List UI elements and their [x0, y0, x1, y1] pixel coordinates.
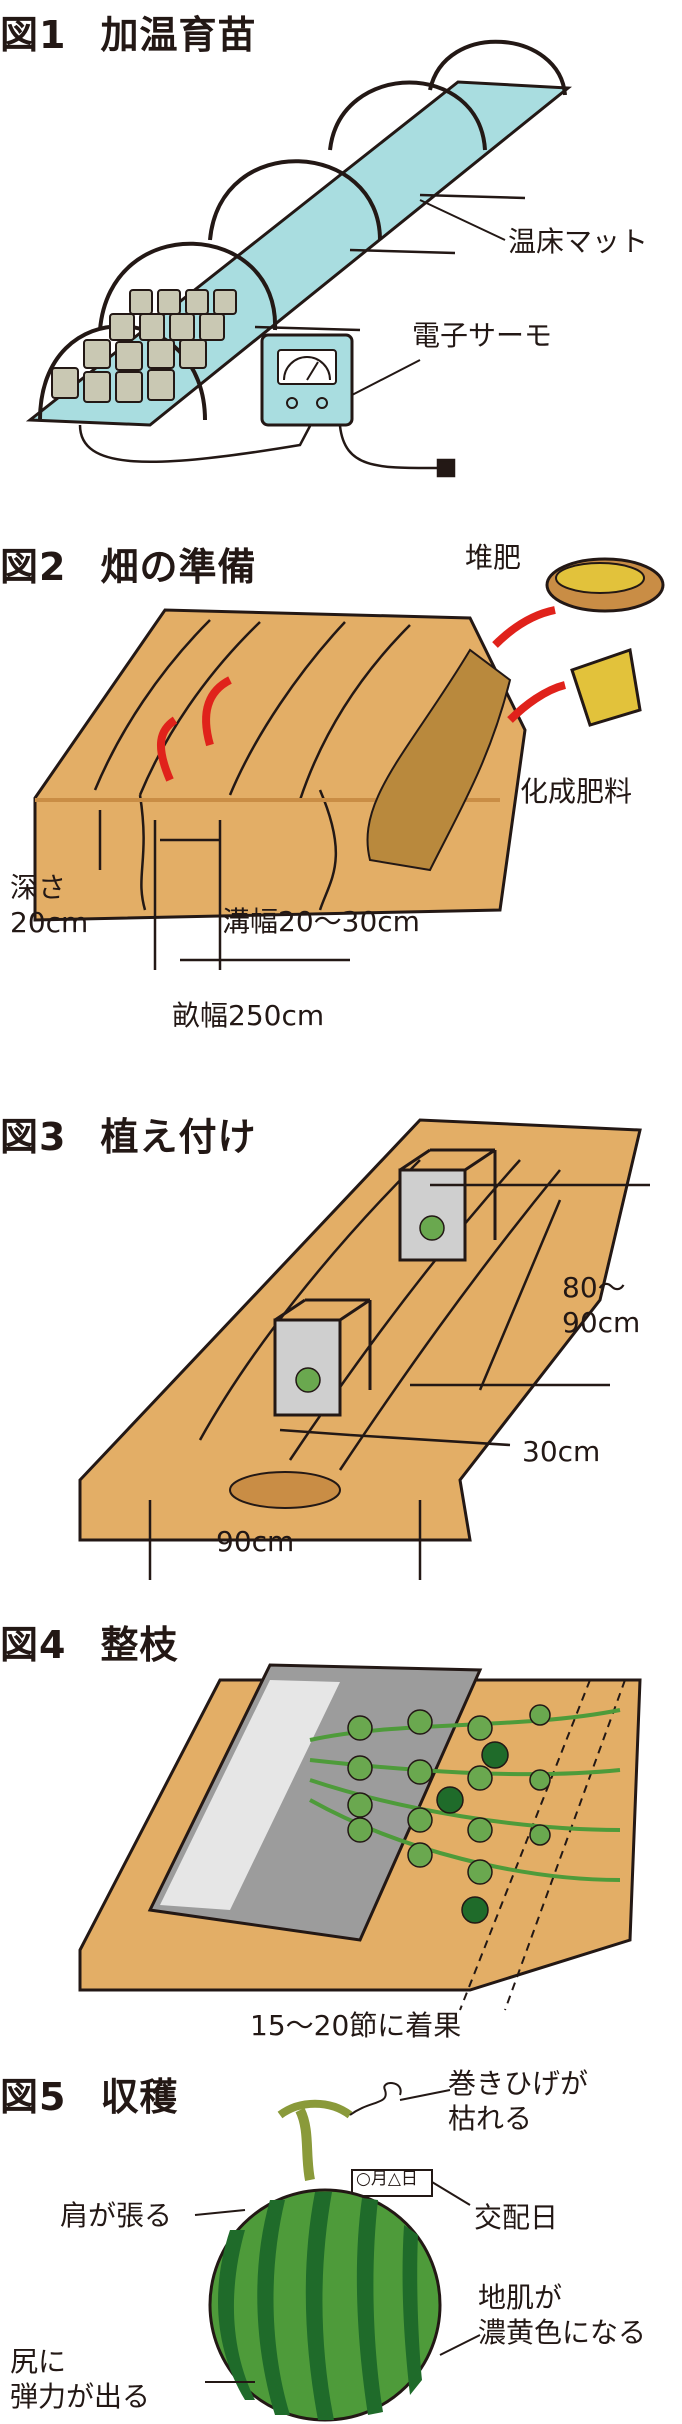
tunnel-hoops [38, 39, 567, 421]
figure-3-heading: 植え付け [100, 1115, 257, 1159]
figure-2-number: 図2 [0, 545, 67, 589]
skin-color-label: 地肌が 濃黄色になる [478, 2280, 646, 2350]
figure-2-illustration [33, 557, 665, 970]
row-spacing-line1: 80～ [562, 1271, 626, 1304]
figure-4-heading: 整枝 [100, 1623, 179, 1667]
tendril-line2: 枯れる [448, 2102, 533, 2135]
figure-3-illustration [78, 1118, 650, 1580]
figure-5-heading: 収穫 [100, 2075, 179, 2119]
figure-3-title: 図3 植え付け [0, 1106, 256, 1161]
figure-2-field-preparation: 図2 畑の準備 [0, 530, 682, 1070]
fertilizer-cup [570, 648, 642, 727]
row-spacing-line2: 90cm [562, 1306, 641, 1339]
leader-lines [194, 2089, 481, 2383]
power-cords [78, 424, 456, 478]
planting-bed [78, 1118, 642, 1542]
skin-color-line2: 濃黄色になる [478, 2316, 647, 2349]
dimension-lines [98, 810, 350, 970]
mat-seams [254, 193, 526, 332]
skin-color-line1: 地肌が [478, 2281, 563, 2314]
bottom-elasticity-label: 尻に 弾力が出る [10, 2344, 150, 2414]
fertilizer-label: 化成肥料 [520, 775, 633, 808]
seedlings [295, 1215, 445, 1393]
date-tag-frame [351, 2169, 433, 2197]
figure-4-number: 図4 [0, 1623, 67, 1667]
bottom-line1: 尻に [10, 2345, 67, 2378]
bed-width-label: 畝幅250cm [172, 999, 325, 1032]
figure-1-number: 図1 [0, 13, 67, 57]
figure-4-pruning: 図4 整枝 15～20節に着果 [0, 1610, 682, 2050]
pollination-date-label: 交配日 [474, 2201, 559, 2234]
figure-1-title: 図1 加温育苗 [0, 4, 256, 59]
heating-mat-label: 温床マット [508, 225, 649, 258]
dimension-lines [148, 1183, 650, 1580]
figure-4-illustration [78, 1663, 642, 2011]
compost-basket [545, 557, 665, 613]
watermelon [208, 2188, 442, 2422]
soil-return-arrows [156, 606, 567, 782]
electronic-thermostat [260, 333, 354, 427]
compost-label: 堆肥 [465, 541, 522, 574]
figure-2-heading: 畑の準備 [100, 545, 257, 589]
figure-2-title: 図2 畑の準備 [0, 536, 256, 591]
melon-stem [277, 2082, 402, 2181]
depth-label-line1: 深さ [10, 871, 67, 904]
figure-5-number: 図5 [0, 2075, 67, 2119]
furrow-width-label: 溝幅20～30cm [222, 905, 420, 938]
leader-lines [351, 199, 506, 396]
seedling-pots [51, 289, 237, 403]
bed-edges [198, 1159, 561, 1471]
figure-5-illustration [194, 2082, 481, 2422]
furrow-cross-section [35, 798, 500, 802]
mulch-highlight [160, 1680, 340, 1910]
figure-3-planting: 図3 植え付け [0, 1100, 682, 1580]
vine-leaves [347, 1704, 551, 1885]
figure-1-illustration [25, 39, 572, 478]
shoulder-label: 肩が張る [60, 2199, 173, 2232]
vine-guides [459, 1679, 626, 2011]
figure-5-title: 図5 収穫 [0, 2066, 178, 2121]
figure-4-title: 図4 整枝 [0, 1614, 178, 1669]
depth-label-line2: 20cm [10, 906, 89, 939]
thermostat-label: 電子サーモ [412, 319, 553, 352]
figure-3-number: 図3 [0, 1115, 67, 1159]
fruit-set-label: 15～20節に着果 [250, 2009, 462, 2042]
depth-label: 深さ 20cm [10, 870, 88, 940]
young-fruits [436, 1741, 509, 1924]
figure-1-heading: 加温育苗 [100, 13, 257, 57]
planting-width-label: 90cm [216, 1525, 295, 1558]
planting-hole [229, 1471, 341, 1509]
tendril-label: 巻きひげが 枯れる [448, 2066, 588, 2136]
tag-text: ○月△日 [356, 2169, 418, 2189]
compost-strip [366, 648, 512, 872]
row-spacing-label: 80～ 90cm [562, 1270, 640, 1340]
frame-size-label: 30cm [522, 1435, 601, 1468]
melon-vines [309, 1708, 621, 1882]
tendril-line1: 巻きひげが [448, 2067, 589, 2100]
bottom-line2: 弾力が出る [10, 2380, 151, 2413]
furrow-lines [93, 619, 411, 911]
figure-1-heated-seedling: 図1 加温育苗 [0, 0, 682, 480]
